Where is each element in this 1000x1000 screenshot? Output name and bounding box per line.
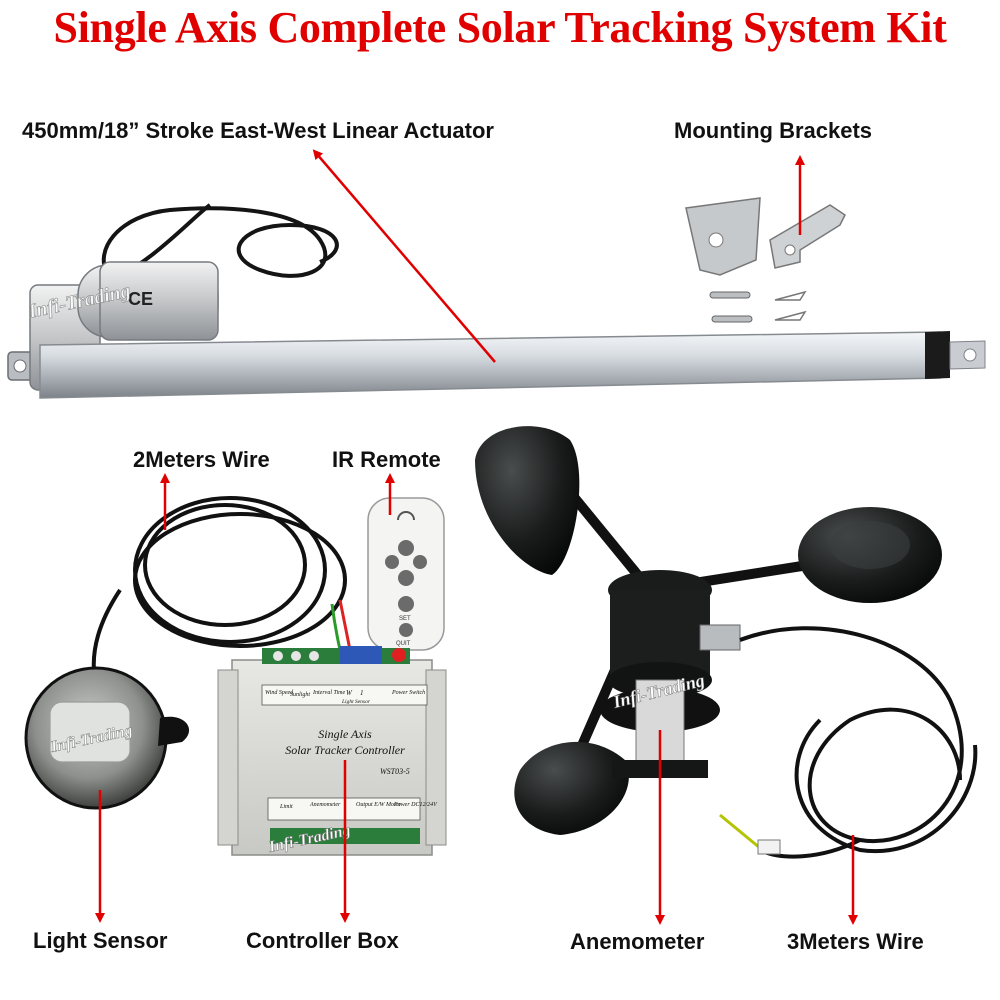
label-3m-wire: 3Meters Wire: [787, 929, 924, 954]
ctrl-bottom-anemometer: Anemometer: [309, 802, 341, 808]
ctrl-title-line1: Single Axis: [318, 727, 372, 741]
ctrl-top-w: W: [346, 689, 353, 697]
ctrl-model: WST03-5: [380, 767, 410, 776]
mounting-brackets: [685, 197, 846, 323]
label-actuator: 450mm/18” Stroke East-West Linear Actuat…: [22, 118, 494, 143]
ctrl-top-sunlight: Sunlight: [290, 692, 310, 698]
linear-actuator: CE Infi-Trading: [7, 203, 986, 399]
label-controller-box: Controller Box: [246, 928, 399, 953]
ctrl-top-power-switch: Power Switch: [391, 690, 425, 696]
ctrl-bottom-output: Output E/W Motor: [356, 802, 402, 808]
ce-mark: CE: [128, 289, 153, 309]
label-2m-wire: 2Meters Wire: [133, 447, 270, 472]
ctrl-bottom-limit: Limit: [279, 804, 293, 810]
ctrl-top-1: 1: [360, 689, 364, 697]
remote-quit-label: QUIT: [396, 641, 411, 647]
label-anemometer: Anemometer: [570, 929, 705, 954]
pointer-arrows: [95, 149, 858, 925]
ir-remote: SET QUIT: [367, 497, 445, 651]
ctrl-top-interval-time: Interval Time: [312, 690, 345, 696]
label-ir-remote: IR Remote: [332, 447, 441, 472]
label-light-sensor: Light Sensor: [33, 928, 168, 953]
page-title: Single Axis Complete Solar Tracking Syst…: [53, 3, 947, 52]
ctrl-title-line2: Solar Tracker Controller: [285, 743, 405, 757]
ctrl-bottom-power: Power DC12/24V: [393, 801, 438, 808]
label-brackets: Mounting Brackets: [674, 118, 873, 143]
anemometer: Infi-Trading: [475, 426, 978, 859]
remote-set-label: SET: [399, 616, 411, 622]
ctrl-top-wind-speed: Wind Speed: [265, 690, 294, 696]
arrow-actuator: [312, 149, 496, 363]
light-sensor: Infi-Trading: [24, 496, 352, 810]
controller-box: Wind Speed Sunlight Interval Time W 1 Li…: [217, 646, 447, 856]
ctrl-top-light-sensor: Light Sensor: [341, 699, 371, 705]
